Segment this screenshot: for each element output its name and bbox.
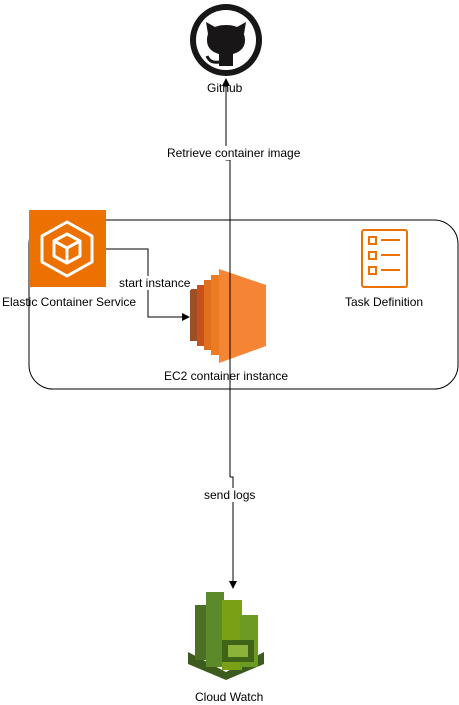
github-icon xyxy=(190,4,262,76)
cloudwatch-label: Cloud Watch xyxy=(195,690,264,704)
edge-retrieve-label: Retrieve container image xyxy=(166,146,302,160)
edge-logs-label: send logs xyxy=(203,488,257,502)
ec2-instance-icon xyxy=(190,269,266,363)
cloudwatch-icon xyxy=(188,592,264,680)
task-definition-label: Task Definition xyxy=(345,295,424,309)
ec2-label: EC2 container instance xyxy=(164,369,289,383)
ecs-label: Elastic Container Service xyxy=(2,295,137,309)
github-label: Github xyxy=(207,81,243,95)
edge-retrieve-line xyxy=(222,78,231,477)
edge-logs-line xyxy=(229,476,237,589)
edge-start-label: start instance xyxy=(118,276,192,290)
ecs-icon xyxy=(29,210,106,287)
cluster-container xyxy=(28,219,459,390)
task-definition-icon xyxy=(361,229,408,288)
